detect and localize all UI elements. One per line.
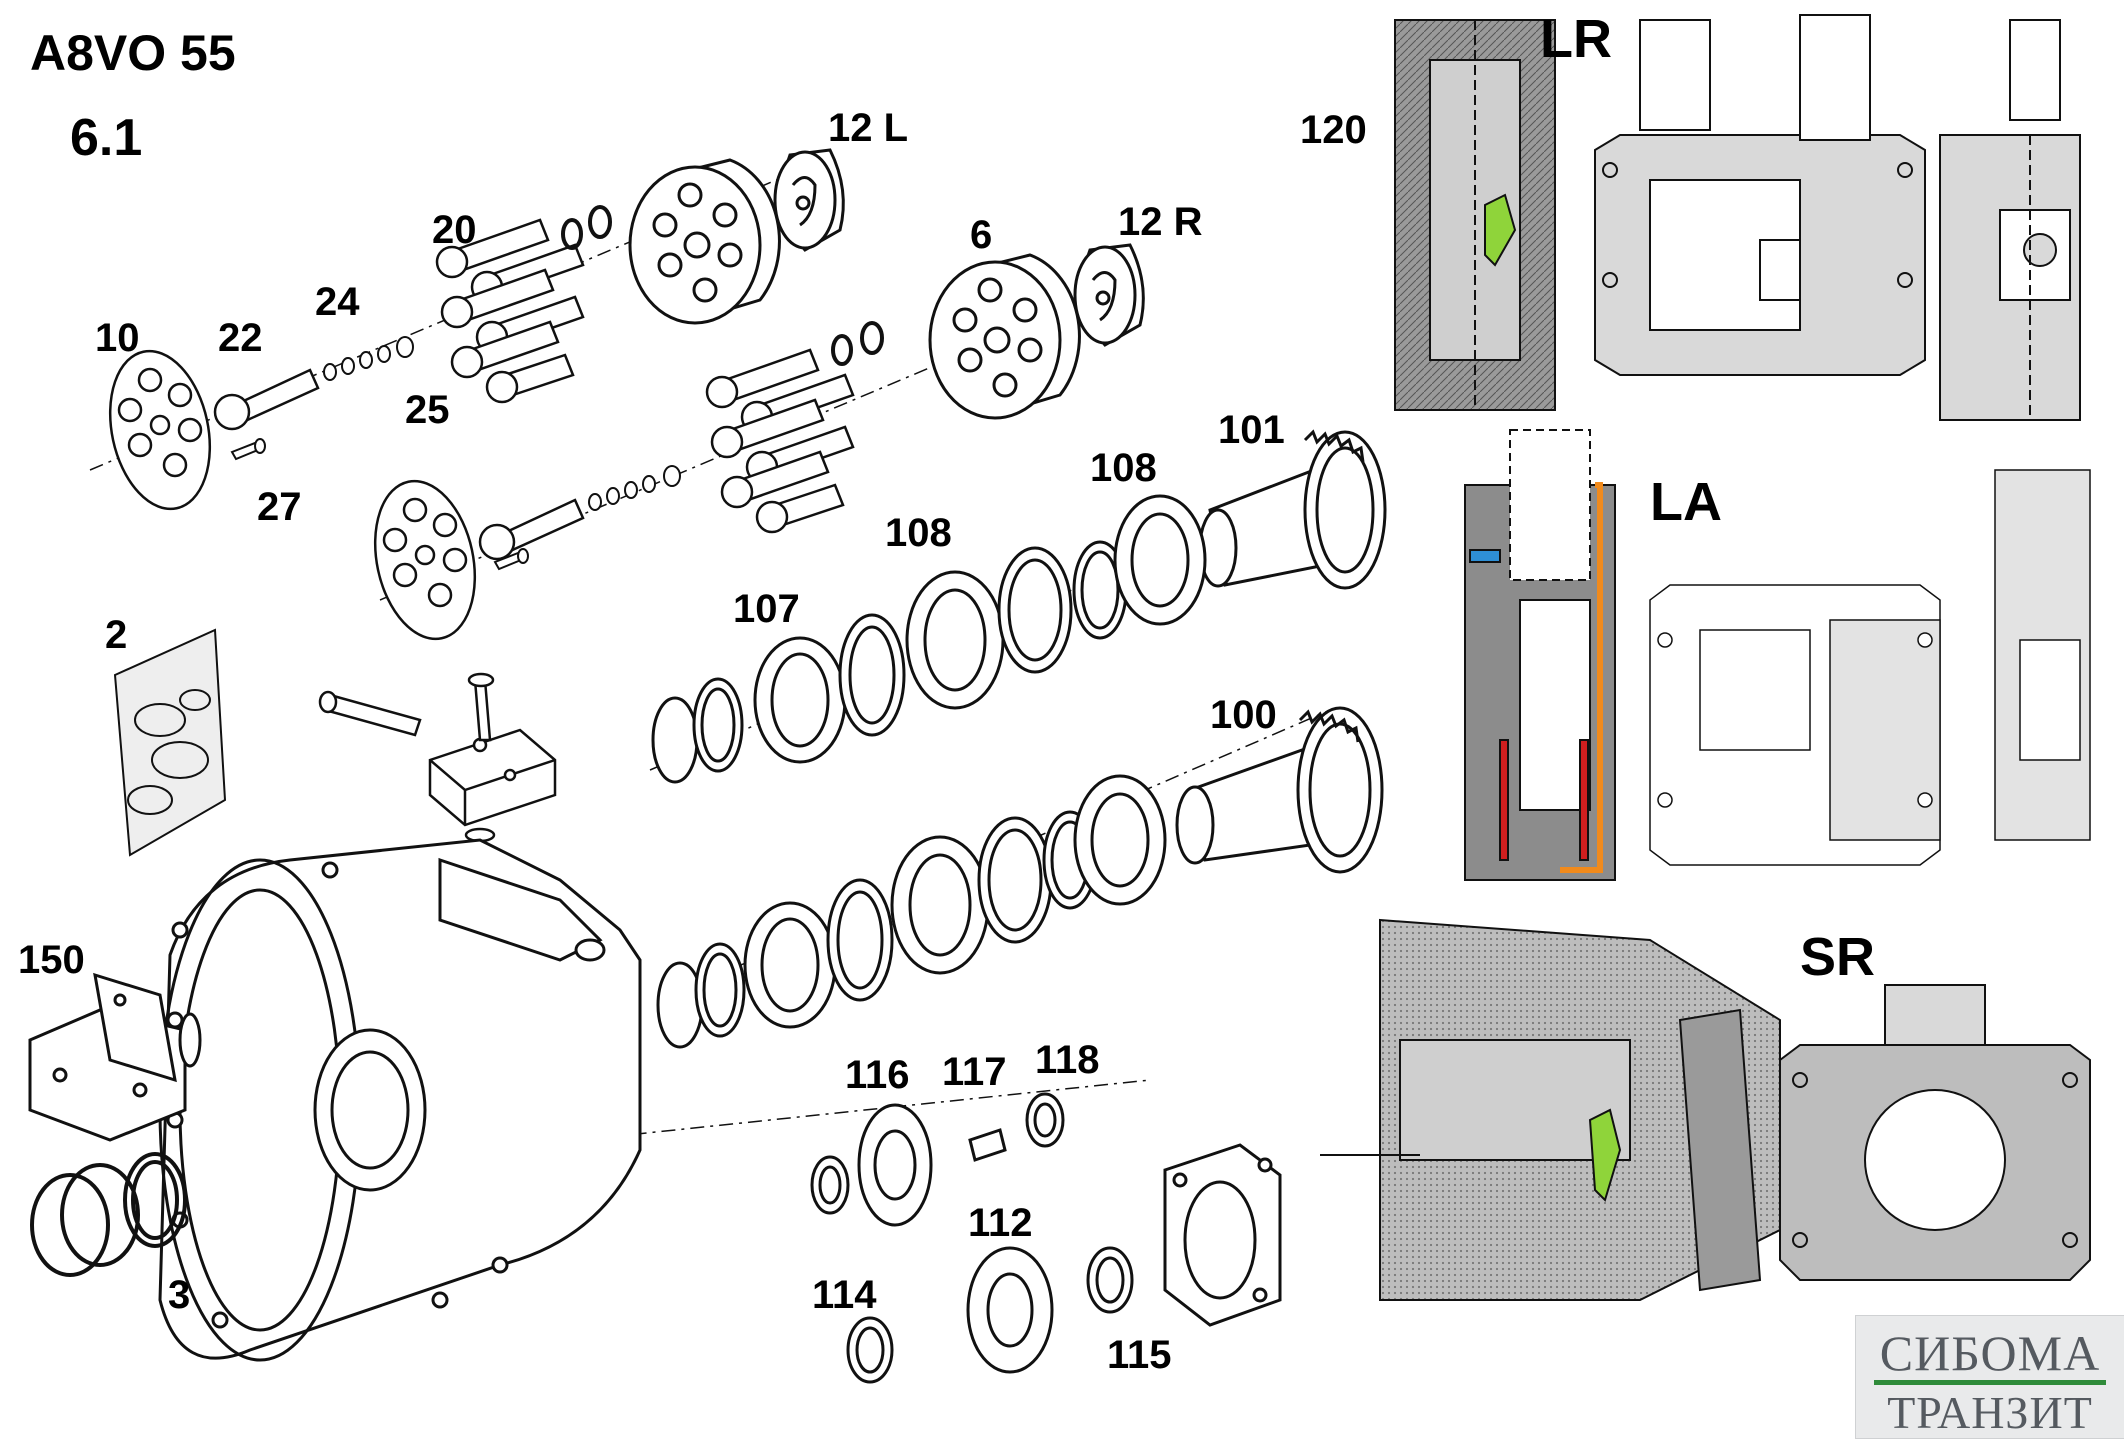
part-label-27: 27 [257,485,302,529]
o-rings [561,205,884,366]
circlips-3 [30,1152,187,1277]
part-label-116: 116 [845,1053,910,1097]
aux-pump-150 [28,972,202,1142]
lr-section-view [1394,19,1556,411]
pump-housing [158,838,642,1362]
part-label-24: 24 [315,280,360,324]
logo-line-2: ТРАНЗИТ [1887,1387,2093,1438]
sr-section-view [1320,918,1781,1301]
sr-front-view [1779,984,2091,1281]
la-side-view [1994,469,2091,841]
drive-shaft-100 [1175,706,1384,874]
drive-shaft-101 [1198,429,1387,590]
port-plate-10-lower [373,479,477,641]
part-label-115: 115 [1107,1333,1172,1377]
part-label-2: 2 [105,613,128,657]
part-label-3: 3 [168,1273,191,1317]
screw-27 [230,438,529,571]
lr-side-view [1939,19,2081,421]
valve-block [318,672,557,863]
bearing-set-lower [656,774,1167,1049]
part-label-25: 25 [405,388,450,432]
variant-label-lr: LR [1540,9,1612,69]
washers-24 [323,336,681,511]
bearing-set-upper [651,494,1207,784]
part-label-108-left: 108 [885,511,952,555]
logo-line-1: СИБОМА [1879,1325,2101,1381]
seal-kit-bag-2 [113,628,227,857]
part-label-118: 118 [1035,1038,1100,1082]
variant-label-la: LA [1650,472,1722,532]
part-label-107: 107 [733,587,800,631]
part-label-20: 20 [432,208,477,252]
center-pin-22 [213,368,585,561]
part-label-101: 101 [1218,408,1285,452]
sheet-number: 6.1 [70,109,143,167]
part-label-117: 117 [942,1050,1007,1094]
gear-set [810,1092,1282,1384]
port-plate-10 [108,349,212,511]
model-title: A8VO 55 [30,25,236,81]
part-label-150: 150 [18,938,85,982]
part-label-12l: 12 L [828,106,909,150]
pistons-20 [435,218,855,534]
part-label-120: 120 [1300,108,1367,152]
part-label-108-right: 108 [1090,446,1157,490]
lr-front-view [1594,14,1926,376]
control-plate-12l [773,148,845,252]
cylinder-block-6 [928,253,1081,420]
control-plate-12r [1073,243,1145,347]
cylinder-block-upper [628,158,781,325]
logo-divider [1874,1380,2106,1385]
variant-label-sr: SR [1800,927,1876,987]
part-label-10: 10 [95,316,140,360]
part-label-114: 114 [812,1273,877,1317]
part-label-12r: 12 R [1118,200,1203,244]
la-section-view [1464,429,1616,881]
part-label-100: 100 [1210,693,1277,737]
part-label-6: 6 [970,213,993,257]
la-front-view [1649,584,1941,866]
part-label-22: 22 [218,316,263,360]
part-label-112: 112 [968,1201,1033,1245]
company-logo: СИБОМА ТРАНЗИТ [1855,1315,2124,1439]
